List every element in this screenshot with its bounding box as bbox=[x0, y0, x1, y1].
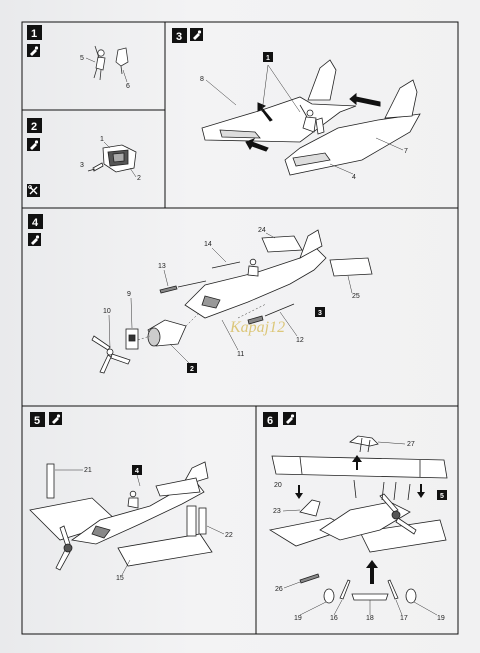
step-2-number: 2 bbox=[31, 121, 37, 133]
engine-cowling bbox=[147, 319, 187, 347]
part-label-7: 7 bbox=[404, 148, 408, 155]
part-label-9: 9 bbox=[127, 291, 131, 298]
part-label-11: 11 bbox=[237, 351, 244, 358]
step-3-number: 3 bbox=[176, 31, 182, 43]
glue-icon bbox=[283, 412, 296, 425]
pilot-in-cockpit bbox=[247, 258, 259, 277]
step-4-badge: 4 bbox=[28, 214, 43, 229]
part-label-12: 12 bbox=[296, 337, 304, 344]
part-label-18: 18 bbox=[366, 615, 374, 622]
fuselage-left-half bbox=[201, 59, 357, 143]
step-3-panel: 3 1 bbox=[164, 21, 459, 209]
alignment-lines bbox=[137, 303, 267, 341]
step-1-badge: 1 bbox=[27, 25, 42, 40]
assembly-arrows bbox=[245, 92, 381, 152]
cut-icon bbox=[26, 183, 41, 198]
step-1-number: 1 bbox=[31, 28, 37, 40]
subassembly-ref-label: 3 bbox=[318, 310, 322, 317]
part-label-1: 1 bbox=[100, 136, 104, 143]
part-label-22: 22 bbox=[225, 532, 233, 539]
part-label-23: 23 bbox=[273, 508, 281, 515]
subassembly-3-ref: 3 bbox=[315, 307, 325, 317]
part-label-24: 24 bbox=[258, 227, 266, 234]
glue-icon bbox=[27, 44, 40, 57]
fuselage-assembled bbox=[184, 229, 327, 319]
spinner-part bbox=[125, 328, 139, 350]
subassembly-ref-label: 2 bbox=[190, 366, 194, 373]
step-6-badge: 6 bbox=[263, 412, 278, 427]
part-label-8: 8 bbox=[200, 76, 204, 83]
fuselage-right-half bbox=[284, 79, 421, 176]
part-label-20: 20 bbox=[274, 482, 282, 489]
part-label-15: 15 bbox=[116, 575, 124, 582]
subassembly-ref-label: 5 bbox=[440, 493, 444, 500]
assembly-arrows-step6 bbox=[295, 455, 425, 584]
part-label-25: 25 bbox=[352, 293, 360, 300]
subassembly-5-ref: 5 bbox=[437, 490, 447, 500]
subassembly-2-ref: 2 bbox=[187, 363, 197, 373]
fuselage-step5 bbox=[70, 461, 209, 545]
subassembly-1-ref: 1 bbox=[263, 52, 273, 62]
cabane-part bbox=[349, 435, 379, 453]
glue-icon bbox=[28, 233, 41, 246]
step-4-number: 4 bbox=[32, 217, 39, 229]
step-1-panel: 1 5 6 bbox=[21, 21, 166, 111]
seat-part bbox=[115, 47, 129, 75]
step-5-number: 5 bbox=[34, 415, 40, 427]
step-6-panel: 6 bbox=[255, 405, 459, 635]
interplane-struts bbox=[353, 479, 411, 501]
part-label-19-left: 19 bbox=[294, 615, 302, 622]
propeller-step6 bbox=[379, 493, 417, 535]
step-5-badge: 5 bbox=[30, 412, 45, 427]
exhaust-right bbox=[247, 303, 295, 325]
watermark-text: Kapaj12 bbox=[229, 319, 285, 336]
engine-block-part bbox=[102, 144, 137, 173]
part-label-21: 21 bbox=[84, 467, 92, 474]
stabilizer-left bbox=[261, 235, 303, 253]
glue-icon bbox=[190, 28, 203, 41]
part-label-14: 14 bbox=[204, 241, 212, 248]
exhaust-parts bbox=[159, 261, 241, 294]
step-3-badge: 3 bbox=[172, 28, 187, 43]
glue-icon bbox=[49, 412, 62, 425]
stabilizer-right bbox=[329, 257, 373, 277]
glue-icon bbox=[27, 138, 40, 151]
pilot-figure bbox=[93, 45, 106, 81]
strut-21 bbox=[46, 463, 55, 499]
lower-assembly bbox=[268, 499, 447, 553]
step-2-panel: 2 1 2 3 bbox=[21, 109, 166, 209]
propeller-part bbox=[91, 335, 131, 374]
subassembly-4-ref: 4 bbox=[132, 465, 142, 475]
part-label-5: 5 bbox=[80, 55, 84, 62]
wing-assembly bbox=[29, 497, 213, 567]
part-label-16: 16 bbox=[330, 615, 338, 622]
part-label-27: 27 bbox=[407, 441, 415, 448]
propeller-step5 bbox=[55, 525, 73, 571]
pin-part bbox=[87, 162, 104, 172]
pilot-seat-subassembly bbox=[299, 104, 325, 135]
step-2-badge: 2 bbox=[27, 118, 42, 133]
part-label-17: 17 bbox=[400, 615, 408, 622]
subassembly-ref-label: 1 bbox=[266, 55, 270, 62]
part-label-26: 26 bbox=[275, 586, 283, 593]
part-label-13: 13 bbox=[158, 263, 166, 270]
landing-gear-parts bbox=[299, 573, 417, 604]
step-6-number: 6 bbox=[267, 415, 273, 427]
step-4-panel: 4 bbox=[21, 207, 459, 407]
pilot-step5 bbox=[127, 490, 139, 509]
part-label-3: 3 bbox=[80, 162, 84, 169]
subassembly-ref-label: 4 bbox=[135, 468, 139, 475]
part-label-10: 10 bbox=[103, 308, 111, 315]
part-label-2: 2 bbox=[137, 175, 141, 182]
strut-22 bbox=[186, 505, 207, 537]
part-label-19-right: 19 bbox=[437, 615, 445, 622]
part-label-6: 6 bbox=[126, 83, 130, 90]
step-5-panel: 5 bbox=[21, 405, 257, 635]
part-label-4: 4 bbox=[352, 174, 356, 181]
upper-wing bbox=[271, 455, 448, 479]
